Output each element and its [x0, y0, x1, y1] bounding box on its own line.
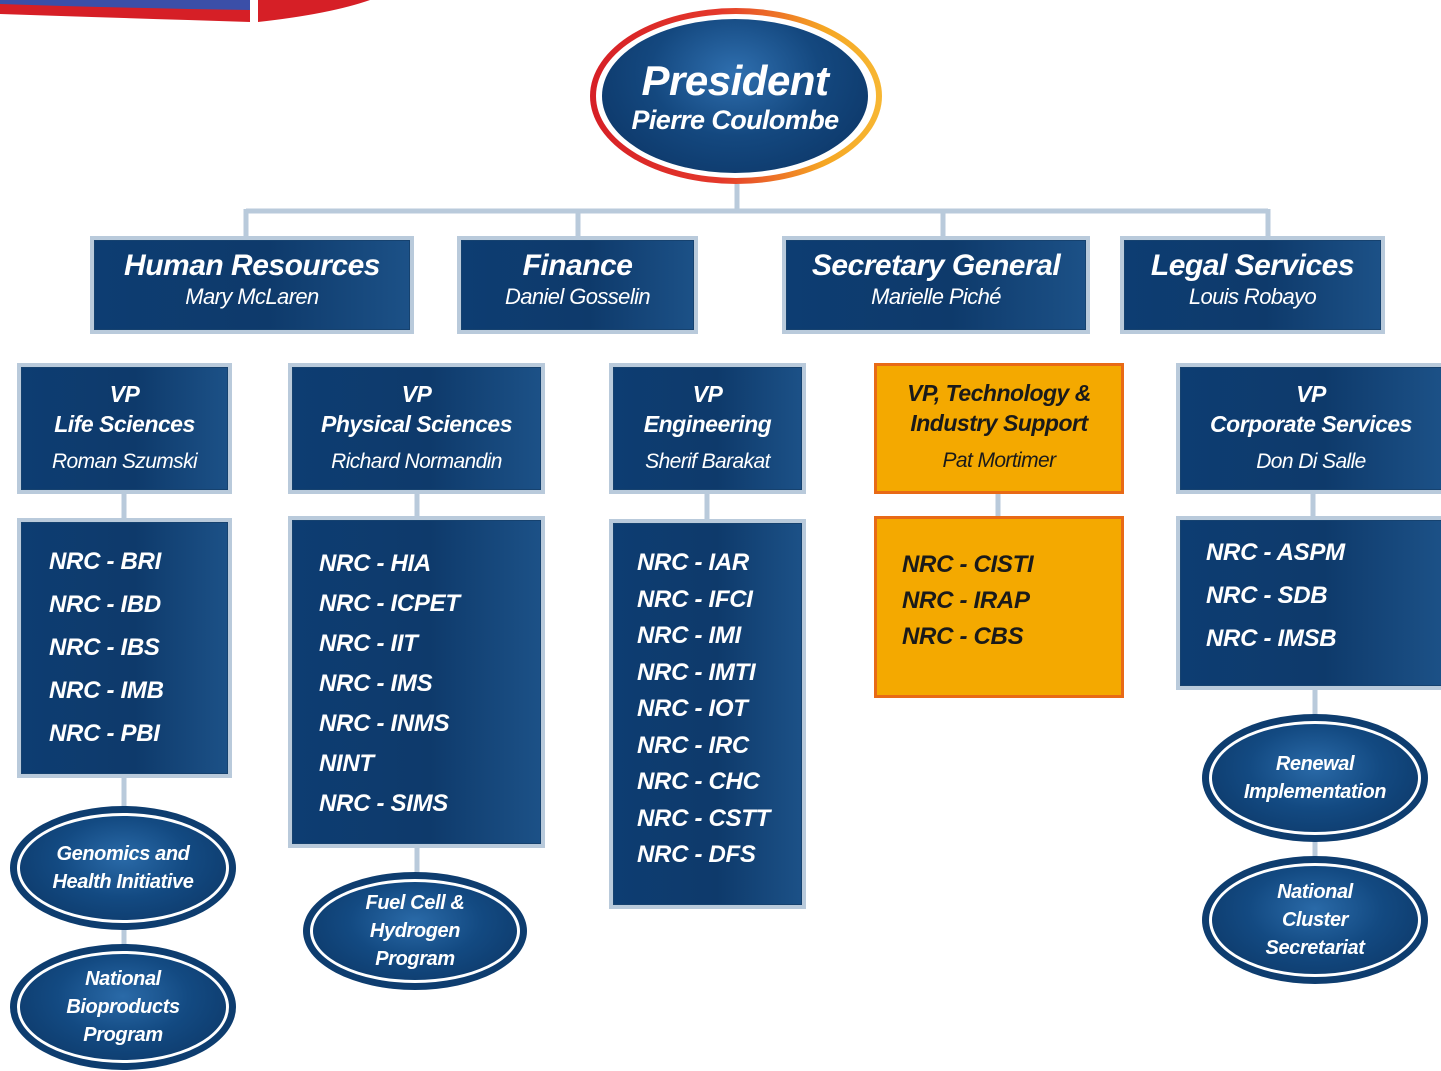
vp-name: Sherif Barakat — [645, 450, 770, 473]
program-oval-ring: National Bioproducts Program — [17, 951, 229, 1063]
unit-item: NRC - IIT — [319, 630, 418, 657]
program-oval-fuel-cell-hydrogen: Fuel Cell & Hydrogen Program — [303, 872, 527, 990]
unit-item: NRC - INMS — [319, 710, 450, 737]
program-label: Renewal Implementation — [1243, 753, 1387, 803]
units-box-technology-industry-support: NRC - CISTI NRC - IRAP NRC - CBS — [874, 516, 1124, 698]
staff-title: Secretary General — [811, 249, 1061, 282]
units-box-physical-sciences: NRC - HIA NRC - ICPET NRC - IIT NRC - IM… — [288, 516, 545, 848]
unit-item: NRC - IMSB — [1206, 625, 1337, 652]
program-oval-ring: Renewal Implementation — [1209, 721, 1421, 835]
program-label: Genomics and Health Initiative — [52, 843, 194, 893]
program-oval-national-cluster-secretariat: National Cluster Secretariat — [1202, 856, 1428, 984]
unit-item: NRC - BRI — [49, 548, 161, 575]
unit-item: NRC - CBS — [902, 623, 1024, 650]
program-oval-renewal-implementation: Renewal Implementation — [1202, 714, 1428, 842]
unit-item: NRC - ASPM — [1206, 539, 1345, 566]
unit-item: NRC - IFCI — [637, 585, 753, 613]
vp-title: VP Physical Sciences — [321, 381, 512, 437]
program-oval-ring: Genomics and Health Initiative — [17, 813, 229, 923]
vp-box-life-sciences: VP Life Sciences Roman Szumski — [17, 363, 232, 494]
president-title: President — [641, 57, 829, 104]
unit-item: NRC - IMB — [49, 677, 164, 704]
president-name: Pierre Coulombe — [631, 105, 839, 135]
program-oval-genomics-health: Genomics and Health Initiative — [10, 806, 236, 930]
staff-title: Legal Services — [1150, 249, 1355, 282]
unit-item: NRC - IOT — [637, 695, 748, 722]
unit-item: NRC - DFS — [637, 841, 756, 868]
vp-title: VP Engineering — [643, 381, 772, 437]
unit-item: NRC - IMI — [637, 622, 741, 649]
unit-item: NRC - SIMS — [319, 790, 449, 817]
vp-name: Pat Mortimer — [942, 449, 1057, 472]
vp-name: Don Di Salle — [1256, 450, 1366, 473]
units-box-engineering: NRC - IAR NRC - IFCI NRC - IMI NRC - IMT… — [609, 519, 806, 909]
program-label: Fuel Cell & Hydrogen Program — [365, 892, 465, 970]
logo-swoosh — [0, 0, 370, 22]
vp-title: VP Corporate Services — [1210, 381, 1412, 437]
program-oval-ring: Fuel Cell & Hydrogen Program — [310, 879, 520, 983]
staff-name: Daniel Gosselin — [504, 284, 651, 309]
units-box-corporate-services: NRC - ASPM NRC - SDB NRC - IMSB — [1176, 516, 1441, 690]
staff-title: Finance — [522, 249, 633, 282]
unit-item: NRC - IBD — [49, 591, 161, 618]
staff-name: Marielle Piché — [871, 284, 1001, 309]
vp-box-corporate-services: VP Corporate Services Don Di Salle — [1176, 363, 1441, 494]
staff-title: Human Resources — [124, 249, 380, 282]
unit-item: NRC - PBI — [49, 720, 160, 747]
president-oval: President Pierre Coulombe — [602, 19, 868, 173]
vp-box-engineering: VP Engineering Sherif Barakat — [609, 363, 806, 494]
unit-item: NRC - IRAP — [902, 587, 1030, 614]
unit-item: NRC - IAR — [637, 549, 749, 576]
unit-item: NRC - ICPET — [319, 590, 460, 617]
units-box-life-sciences: NRC - BRI NRC - IBD NRC - IBS NRC - IMB … — [17, 518, 232, 778]
program-label: National Cluster Secretariat — [1265, 881, 1365, 959]
unit-item: NRC - HIA — [319, 550, 431, 577]
staff-box-secretary-general: Secretary General Marielle Piché — [782, 236, 1090, 334]
unit-item: NRC - CSTT — [637, 804, 770, 832]
vp-box-technology-industry-support: VP, Technology & Industry Support Pat Mo… — [874, 363, 1124, 494]
unit-item: NRC - IBS — [49, 634, 160, 661]
vp-title: VP Life Sciences — [54, 381, 195, 437]
unit-item: NRC - IRC — [637, 731, 749, 759]
program-oval-national-bioproducts: National Bioproducts Program — [10, 944, 236, 1070]
unit-item: NRC - IMS — [319, 670, 433, 697]
vp-name: Roman Szumski — [51, 450, 198, 473]
unit-item: NRC - CHC — [637, 768, 760, 795]
unit-item: NRC - CISTI — [902, 551, 1034, 578]
vp-name: Richard Normandin — [331, 450, 502, 473]
program-label: National Bioproducts Program — [66, 968, 180, 1046]
program-oval-ring: National Cluster Secretariat — [1209, 863, 1421, 977]
vp-box-physical-sciences: VP Physical Sciences Richard Normandin — [288, 363, 545, 494]
unit-item: NRC - SDB — [1206, 582, 1328, 609]
staff-box-human-resources: Human Resources Mary McLaren — [90, 236, 414, 334]
vp-title: VP, Technology & Industry Support — [907, 380, 1091, 436]
staff-name: Louis Robayo — [1188, 284, 1317, 309]
staff-box-legal-services: Legal Services Louis Robayo — [1120, 236, 1385, 334]
president-node: President Pierre Coulombe — [590, 8, 882, 184]
unit-item: NINT — [319, 750, 374, 777]
staff-box-finance: Finance Daniel Gosselin — [457, 236, 698, 334]
staff-name: Mary McLaren — [185, 284, 319, 309]
unit-item: NRC - IMTI — [637, 658, 756, 686]
